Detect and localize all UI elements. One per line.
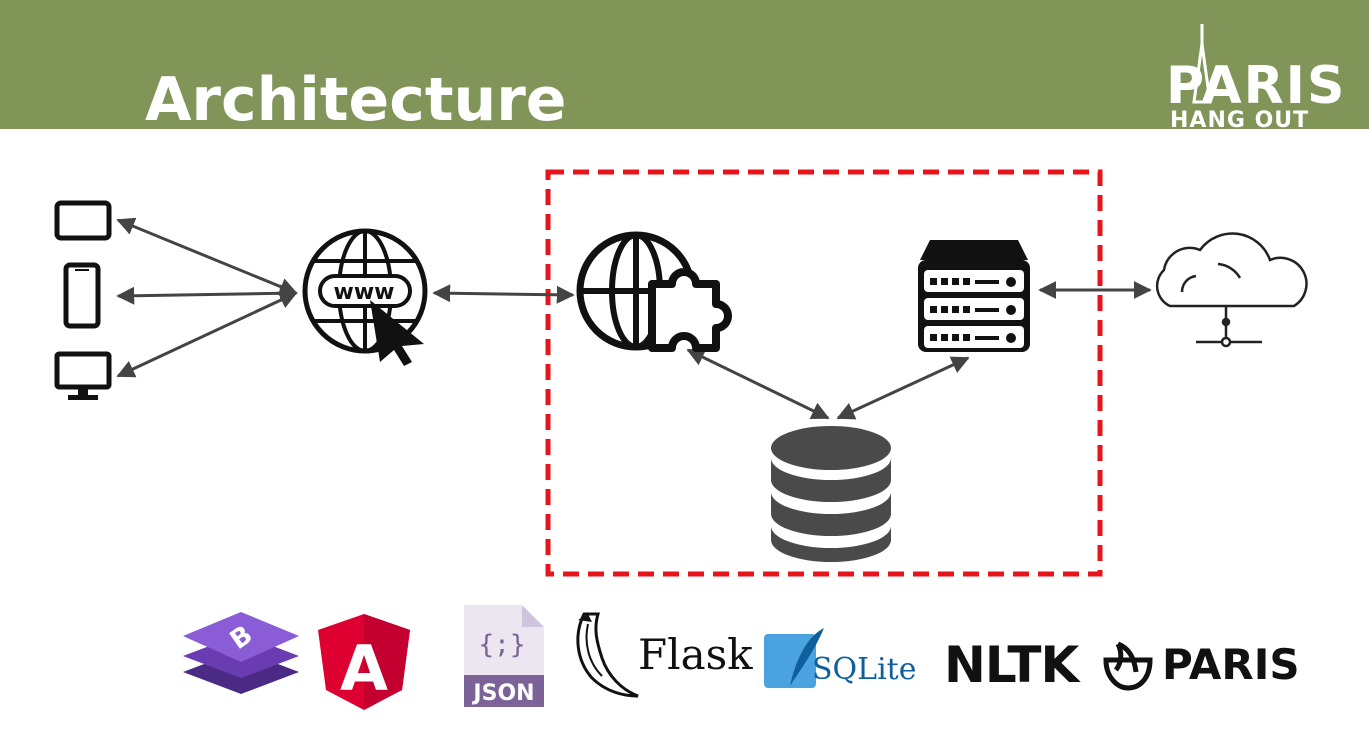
server-icon [918, 240, 1030, 352]
phone-icon [63, 262, 101, 329]
tablet-icon [54, 200, 112, 241]
arrow-www-phone [116, 284, 298, 305]
angular-glyph: A [340, 632, 388, 705]
slide-header: Architecture PARIS HANG OUT [0, 0, 1369, 129]
sqlite-label: SQLite [812, 652, 917, 687]
puzzle-icon [648, 268, 732, 352]
logo-line2: HANG OUT [1170, 108, 1310, 130]
cloud-icon [1155, 232, 1308, 348]
arrow-www-api [432, 284, 575, 304]
json-label: JSON [471, 681, 534, 706]
slide-title: Architecture [145, 65, 567, 129]
connection-arrows [116, 217, 1152, 420]
sqlite-feather-icon [764, 628, 824, 688]
arrow-www-tablet [116, 217, 298, 296]
eiffel-tower-icon [1192, 24, 1212, 104]
web-api-icon [576, 231, 732, 352]
nltk-label: NLTK [944, 636, 1079, 694]
paris-label: PARIS [1162, 640, 1300, 689]
flask-horn-icon [576, 612, 639, 698]
www-globe-icon [302, 228, 428, 366]
database-icon [771, 426, 891, 562]
paris-ship-icon [1103, 641, 1153, 691]
angular-logo: A [318, 614, 410, 710]
flask-label: Flask [638, 630, 753, 679]
bootstrap-logo: B [183, 612, 299, 694]
monitor-icon [54, 351, 112, 400]
logo-line1: PARIS [1166, 56, 1347, 116]
arrow-api-db [686, 348, 830, 420]
cursor-icon [370, 300, 424, 366]
backend-boundary-box [545, 169, 1103, 577]
arrow-www-monitor [116, 291, 298, 378]
paris-hangout-logo: PARIS HANG OUT [1160, 22, 1360, 129]
json-glyph: {;} [479, 630, 526, 660]
www-label: www [334, 280, 395, 305]
arrow-server-db [836, 356, 970, 420]
json-file-icon: {;} JSON [464, 605, 544, 707]
